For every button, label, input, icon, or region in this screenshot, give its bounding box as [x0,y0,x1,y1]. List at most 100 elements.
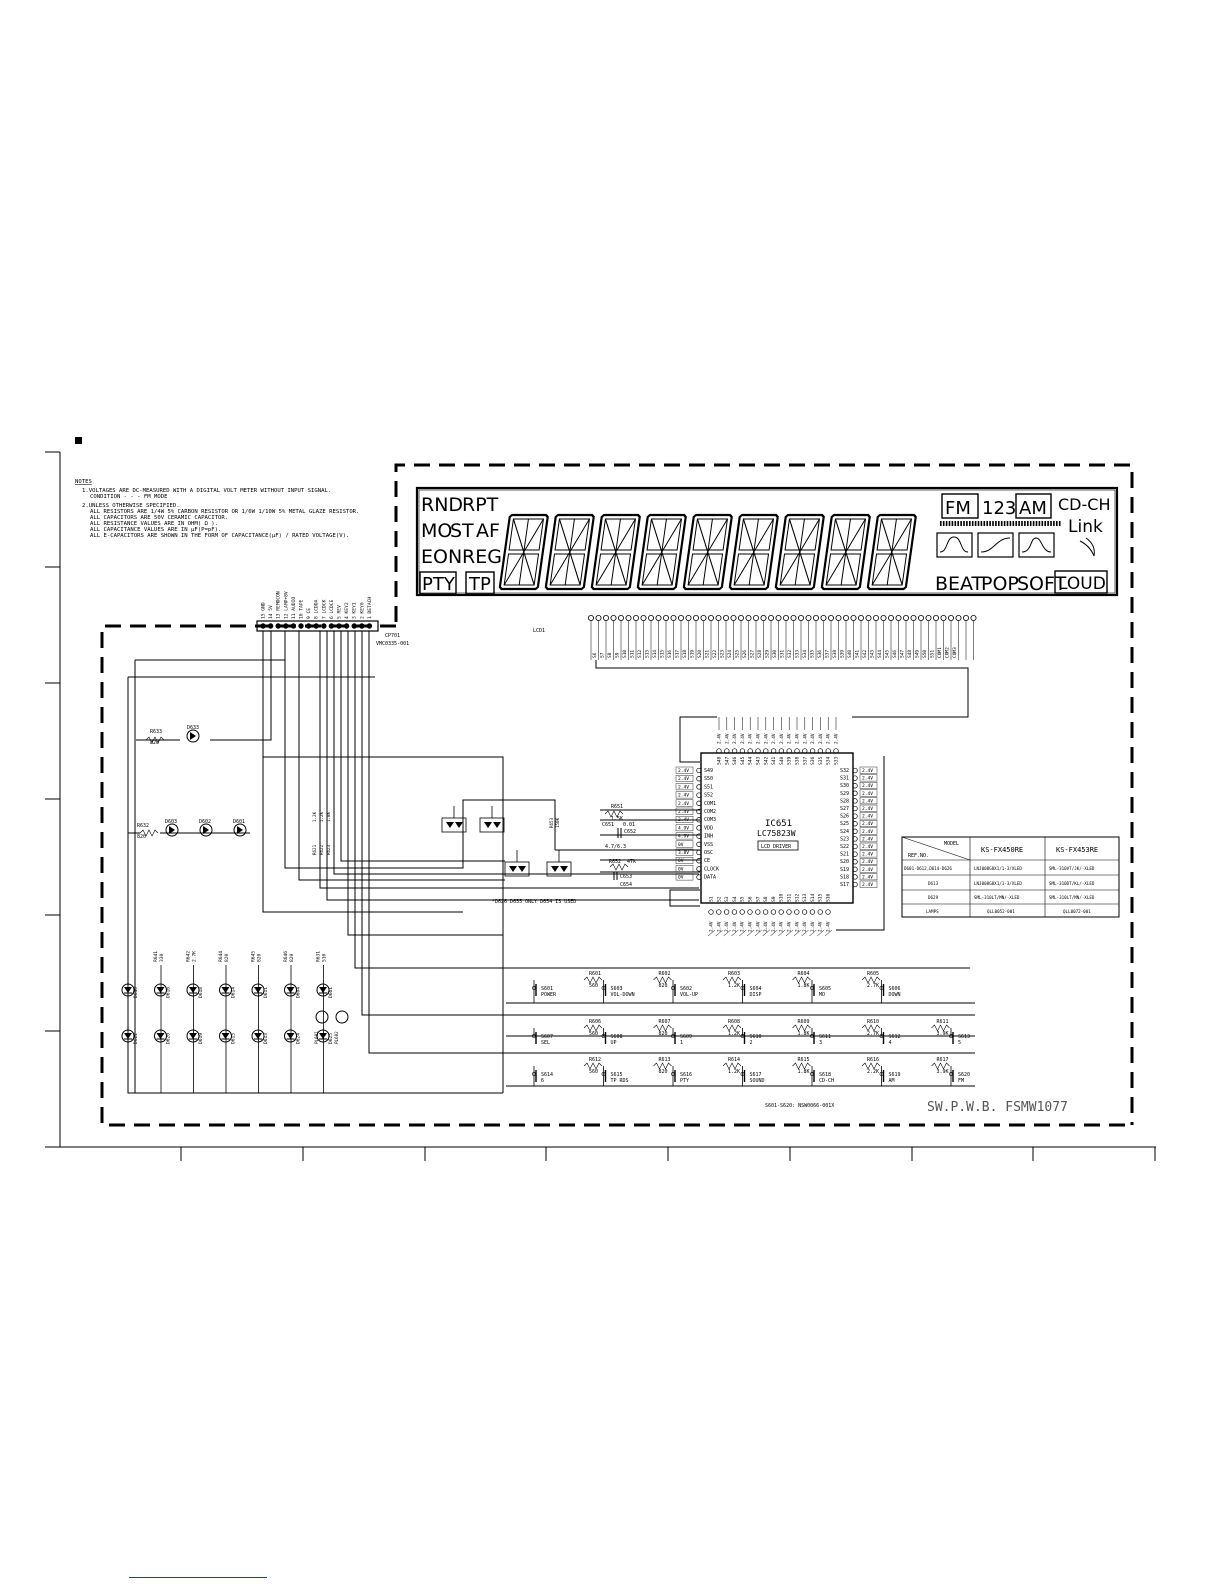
svg-text:3.9K: 3.9K [937,1031,949,1037]
lcd-beat: BEAT [935,573,984,595]
ic-bottom-pin-volt: 2.4V [748,921,754,932]
switch-label: SOUND [750,1078,765,1084]
lcd-segment-label: S24 [727,650,733,658]
level-tick [1053,521,1055,526]
connector-pin-label: 1 DETACH [367,597,373,619]
ic-top-pin-volt: 2.4V [802,733,808,744]
ic-right-pin-name: S31 [840,776,849,782]
transistor [479,806,505,833]
ic-left-pin-name: INH [704,834,713,840]
svg-text:R646: R646 [283,951,289,962]
svg-text:R633: R633 [150,729,162,735]
connector-pin [328,623,335,629]
led-ref: D618 [198,987,204,998]
ic-pin [852,821,858,827]
ic-left-pin-volt: 2.4V [678,784,689,790]
lcd-segment-label: S42 [862,650,868,658]
lcd-pin [805,615,812,622]
lcd-pop: POP [981,573,1019,595]
svg-text:C653: C653 [620,874,632,880]
svg-text:510: 510 [322,953,328,962]
lcd-st: ST [450,520,474,542]
lcd-pin [708,615,715,622]
svg-text:820: 820 [224,953,230,962]
ic-left-pin-name: S51 [704,784,713,790]
ic-support-parts: R651 1.5K C651 0.01 C652 4.7/6.3 R652 47… [492,804,636,905]
svg-text:820: 820 [257,953,263,962]
ic-left-pin-volt: 0V [678,842,684,848]
ic-top-pin-volt: 2.4V [717,733,723,744]
connector-pin [275,623,281,629]
lcd-rpt: RPT [462,494,499,516]
ic-right-pin-name: S29 [840,791,849,797]
svg-text:560: 560 [589,1031,598,1037]
lcd-segment-label: S21 [705,650,711,658]
svg-text:330: 330 [159,953,165,962]
led-ref: D613 [263,1033,269,1044]
switch-label: 4 [889,1040,892,1046]
note-line: ALL E-CAPACITORS ARE SHOWN IN THE FORM O… [90,533,349,539]
ic-right-pin-volt: 2.4V [862,791,873,797]
lcd-level-meter [940,521,1061,526]
lcd-pin [723,615,730,622]
ic-top-pin-name: S33 [834,756,840,765]
ic-pin [852,783,858,789]
led: D661 [316,983,334,998]
switch-ref: S603 [611,986,623,992]
lcd-display: RND RPT MO ST AF EON REG PTY TP FM 123 A… [415,486,1119,597]
connector-pin [283,623,289,629]
note-line: ALL RESISTANCE VALUES ARE IN OHM( Ω ). [90,521,218,527]
ic-top-pin-volt: 2.4V [756,733,762,744]
ic-top-pin-volt: 2.4V [818,733,824,744]
connector-pin [351,623,357,629]
ic-pin [852,874,858,880]
ic-pin [696,849,702,856]
level-tick [983,521,986,526]
lcd-pin [760,615,767,622]
ic-pin [852,775,858,781]
ic-left-pin-volt: 2.4V [678,801,689,807]
lcd-cdch: CD-CH [1058,495,1110,514]
svg-text:47k: 47k [627,859,636,865]
svg-text:SML-310LT/MN/-XLED: SML-310LT/MN/-XLED [974,895,1020,900]
ic-left-pin-volt: 2.4V [678,776,689,782]
svg-text:1.2K: 1.2K [728,1069,740,1075]
lcd-segment-label: S20 [697,650,703,658]
level-tick [986,521,988,526]
lcd-pin [648,615,655,622]
lcd-pin [843,615,850,622]
level-tick [1024,521,1026,526]
lcd-segment-label: S40 [847,650,853,658]
level-tick [992,521,994,526]
svg-text:R607: R607 [659,1019,671,1025]
switch-ref: S608 [611,1034,623,1040]
lcd-to-ic-bus [595,660,969,931]
lcd-pin [715,615,722,622]
connector-pin [336,623,342,629]
footer-link-underline[interactable] [129,1577,267,1578]
lcd-pin [850,615,857,622]
cp701-part: VMC0335-001 [376,641,409,647]
ic-bottom-pin-volt: 2.4V [763,921,769,932]
lcd-pin [798,615,805,622]
switch-label: 5 [958,1040,961,1046]
section-marker [75,437,82,444]
ic-right-pin-name: S20 [840,859,849,865]
page-frame [45,451,1156,1161]
switch-label: CD-CH [819,1078,834,1084]
ic-top-pin-volt: 2.4V [795,733,801,744]
ic-left-pin-volt: 2.4V [678,768,689,774]
table-col-model-1: KS-FX450RE [981,846,1023,854]
ic-pin [747,748,753,754]
connector-pin-label: 8 LCDDA [314,599,320,619]
ic-right-pin-volt: 2.4V [862,874,873,880]
lcd-segment-label: COM1 [937,647,943,658]
ic-pin [696,792,702,798]
lcd-pin [813,615,820,622]
connector-pin-label: 13 REMOCON [276,591,282,619]
led [186,729,200,743]
